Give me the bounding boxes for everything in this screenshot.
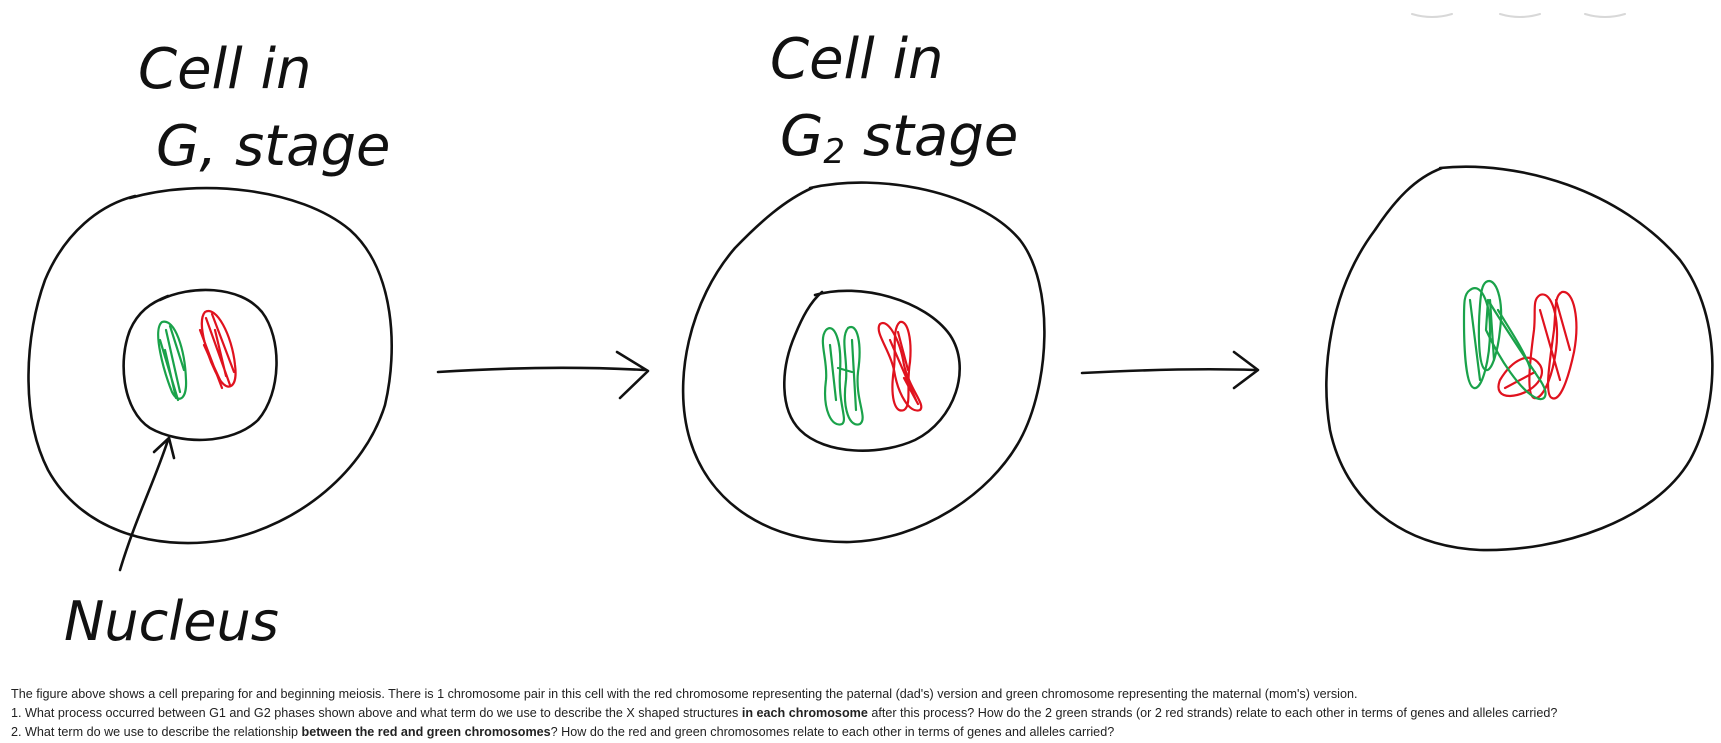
maternal-chromosome	[157, 320, 188, 402]
paternal-chromosome	[198, 309, 237, 390]
cell2-label-stage: stage	[845, 104, 1018, 169]
nucleus-membrane	[783, 289, 961, 452]
q2-text-a: 2. What term do we use to describe the r…	[11, 725, 302, 739]
cell-membrane	[681, 181, 1046, 544]
cell-membrane	[27, 186, 394, 545]
arrow-g1-to-g2	[436, 350, 650, 400]
nucleus-label: Nucleus	[64, 590, 279, 653]
caption-intro: The figure above shows a cell preparing …	[11, 687, 1358, 701]
cell-next	[1325, 165, 1714, 552]
q2-emphasis: between the red and green chromosomes	[301, 725, 551, 739]
cell2-label-g: G	[780, 104, 823, 169]
paternal-chromosome-replicated	[877, 320, 923, 412]
cell2-label-subscript: 2	[823, 132, 845, 172]
cell-membrane	[1325, 165, 1714, 552]
cell2-label-line2: G2 stage	[780, 104, 1018, 172]
maternal-chromosome-replicated	[821, 325, 864, 426]
q1-text-a: 1. What process occurred between G1 and …	[11, 706, 742, 720]
meiosis-figure: Cell in G, stage Cell in G2 stage Nucleu…	[27, 13, 1714, 653]
nucleus-membrane	[122, 288, 278, 442]
question-2: 2. What term do we use to describe the r…	[11, 723, 1711, 742]
q1-emphasis: in each chromosome	[741, 706, 868, 720]
nucleus-arrow	[118, 436, 176, 572]
maternal-chromosome-crossing	[1462, 280, 1547, 401]
question-caption: The figure above shows a cell preparing …	[11, 685, 1711, 742]
cell-g2	[681, 181, 1046, 544]
paternal-chromosome-crossing	[1497, 290, 1578, 400]
q1-text-b: after this process? How do the 2 green s…	[867, 706, 1558, 720]
cell1-label-line2: G, stage	[156, 114, 390, 179]
cell1-label-line1: Cell in	[138, 37, 312, 102]
cell-g1	[27, 186, 394, 545]
q2-text-b: ? How do the red and green chromosomes r…	[550, 725, 1115, 739]
arrow-g2-to-next	[1080, 350, 1260, 390]
cell2-label-line1: Cell in	[770, 27, 944, 92]
question-1: 1. What process occurred between G1 and …	[11, 704, 1711, 723]
